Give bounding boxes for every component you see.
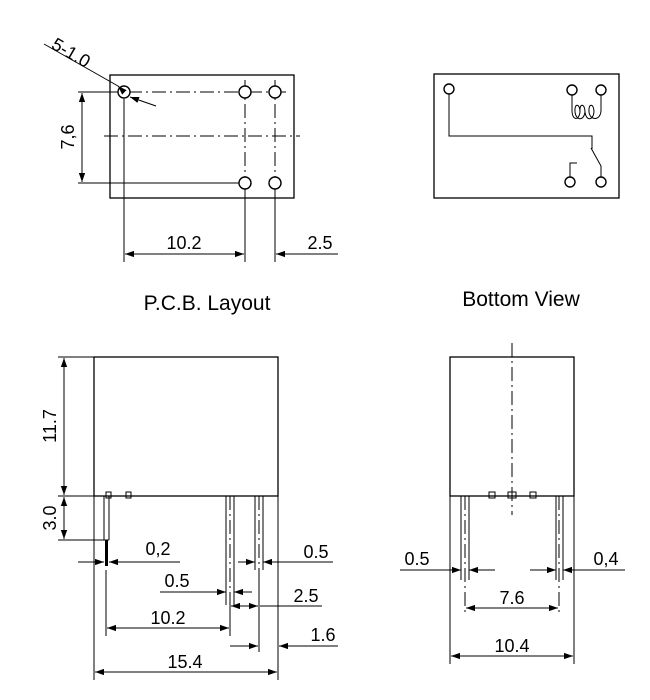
dim-hole-diameter: 5-1.0 (48, 34, 94, 72)
dim-span-horizontal: 10.2 (166, 233, 201, 253)
dim-pin-span: 10.2 (150, 608, 185, 628)
pcb-hole (268, 85, 282, 99)
dim-pin-length: 3.0 (40, 505, 60, 530)
dim-pin-width-right: 0.5 (303, 542, 328, 562)
pcb-hole (268, 176, 282, 190)
dim-end-pin-width: 0.5 (404, 549, 429, 569)
dim-end-pin-span: 7.6 (499, 588, 524, 608)
side-view: 11.7 3.0 0,2 0.5 0.5 2.5 10.2 1.6 (40, 356, 338, 680)
contact-nc (569, 162, 577, 177)
dim-end-pin-thickness: 0,4 (593, 549, 618, 569)
dim-pin-width-mid: 0.5 (164, 571, 189, 591)
coil-symbol (571, 104, 602, 120)
dim-pin-thickness: 0,2 (145, 539, 170, 559)
bottom-pin (564, 176, 576, 188)
dim-body-height: 11.7 (40, 409, 60, 443)
caption-pcb-layout: P.C.B. Layout (144, 292, 271, 315)
dim-body-length: 15.4 (167, 652, 202, 672)
dim-body-width: 10.4 (494, 636, 529, 656)
caption-bottom-view: Bottom View (462, 288, 580, 311)
dim-pitch-vertical: 7,6 (58, 124, 78, 149)
bottom-outline (433, 73, 620, 199)
bottom-view: Bottom View (433, 73, 620, 311)
bottom-pin (443, 83, 455, 95)
bottom-pin (595, 176, 607, 188)
bottom-pin (566, 84, 578, 96)
pcb-layout-view: 5-1.0 7,6 10.2 2.5 P.C.B. Layout (43, 34, 338, 315)
dim-pitch-horizontal: 2.5 (307, 233, 332, 253)
pcb-hole (238, 85, 252, 99)
end-view: 0.5 0,4 7.6 10.4 (400, 343, 625, 664)
pcb-hole (238, 176, 252, 190)
side-body (93, 356, 279, 497)
dim-pin-offset: 1.6 (310, 625, 335, 645)
contact-switch (590, 147, 602, 177)
bottom-pin (595, 84, 607, 96)
dim-pin-pitch: 2.5 (293, 586, 318, 606)
